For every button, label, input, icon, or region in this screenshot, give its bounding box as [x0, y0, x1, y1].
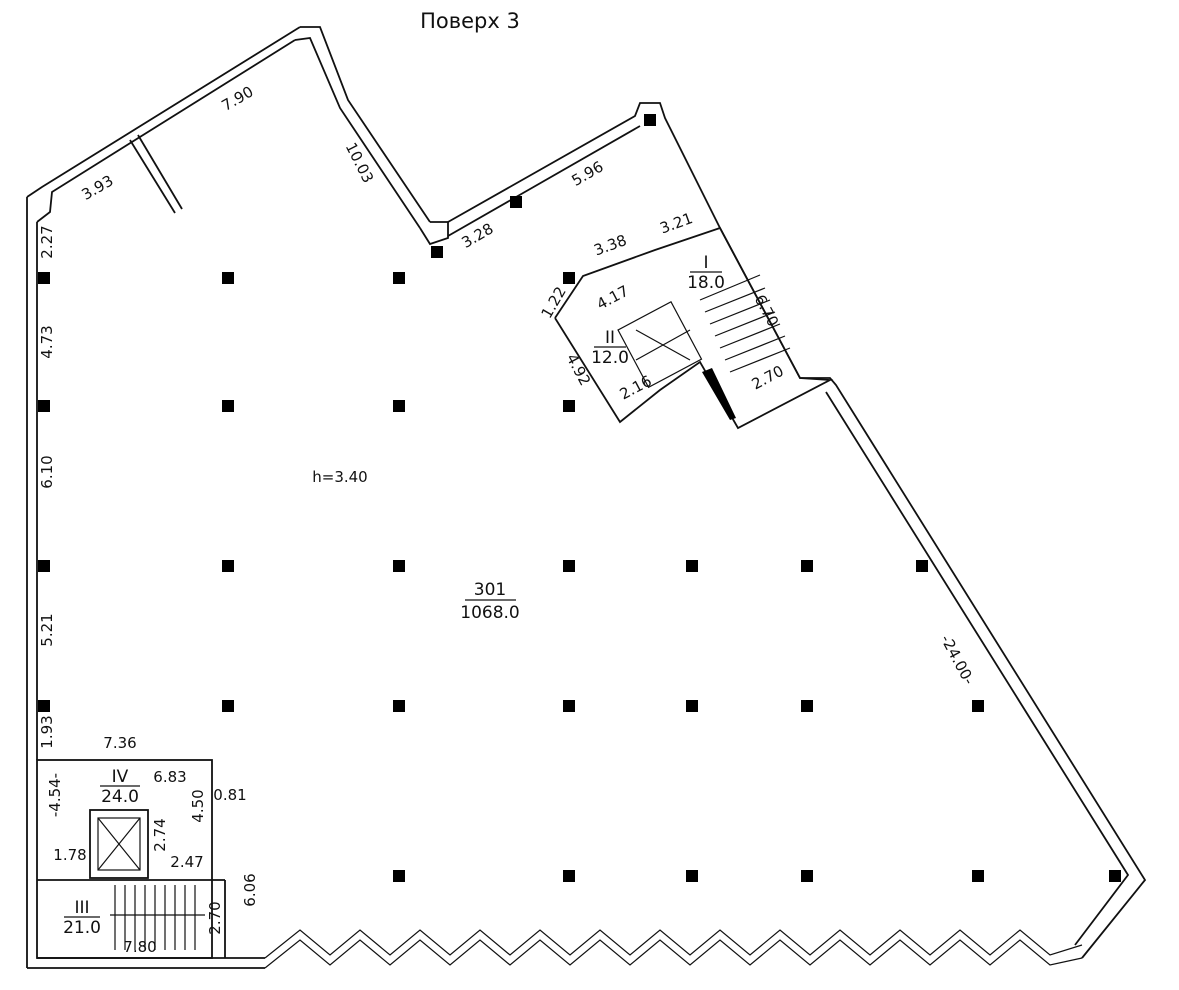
- dim-label: 4.92: [563, 351, 595, 389]
- floor-title: Поверх 3: [420, 9, 520, 33]
- column-pillar: [38, 700, 50, 712]
- column-pillar: [393, 560, 405, 572]
- dim-label: 7.90: [219, 83, 257, 115]
- elevator-shaft-2: [89, 809, 149, 879]
- dim-label: 3.38: [592, 231, 630, 259]
- room-301-area: 1068.0: [460, 603, 519, 623]
- dim-label: 3.21: [658, 209, 696, 237]
- core-bottom: [36, 759, 226, 959]
- dim-label: 2.70: [206, 901, 224, 934]
- column-pillar: [644, 114, 656, 126]
- column-pillar: [972, 870, 984, 882]
- columns: [38, 114, 1121, 882]
- column-pillar: [222, 400, 234, 412]
- room-III-number: III: [74, 898, 89, 918]
- column-pillar: [222, 700, 234, 712]
- dim-label: 4.17: [594, 282, 632, 314]
- column-pillar: [801, 560, 813, 572]
- room-301-number: 301: [474, 580, 506, 600]
- dim-label: 7.80: [123, 938, 156, 956]
- column-pillar: [563, 700, 575, 712]
- stair-flight-top: [699, 274, 791, 373]
- dim-label: -24.00-: [937, 632, 978, 688]
- column-pillar: [686, 560, 698, 572]
- stair-flight-bottom: [110, 885, 205, 950]
- dim-label: 0.81: [213, 786, 246, 804]
- column-pillar: [1109, 870, 1121, 882]
- room-II-number: II: [605, 328, 615, 348]
- room-I-area: 18.0: [687, 273, 725, 293]
- dim-label: 5.96: [569, 158, 607, 190]
- dim-label: 1.93: [38, 715, 56, 748]
- column-pillar: [393, 272, 405, 284]
- room-II-area: 12.0: [591, 348, 629, 368]
- room-IV-area: 24.0: [101, 787, 139, 807]
- dim-label: 6.70: [751, 292, 783, 330]
- column-pillar: [222, 272, 234, 284]
- column-pillar: [801, 870, 813, 882]
- column-pillar: [510, 196, 522, 208]
- dim-label: 4.50: [189, 789, 207, 822]
- room-III-area: 21.0: [63, 918, 101, 938]
- room-IV-number: IV: [112, 767, 129, 787]
- dim-label: 10.03: [342, 140, 378, 186]
- column-pillar: [38, 400, 50, 412]
- core-top: [554, 226, 834, 430]
- dim-label: 3.93: [79, 172, 117, 204]
- dim-label: 2.27: [38, 225, 56, 258]
- column-pillar: [222, 560, 234, 572]
- ceiling-height: h=3.40: [312, 468, 367, 486]
- dim-label: 3.28: [459, 220, 497, 252]
- column-pillar: [563, 870, 575, 882]
- column-pillar: [431, 246, 443, 258]
- room-I-number: I: [703, 253, 708, 273]
- dim-label: 6.06: [241, 873, 259, 906]
- column-pillar: [801, 700, 813, 712]
- column-pillar: [916, 560, 928, 572]
- column-pillar: [393, 870, 405, 882]
- column-pillar: [972, 700, 984, 712]
- dim-label: -4.54-: [46, 773, 64, 817]
- dim-label: 6.83: [153, 768, 186, 786]
- dim-label: 4.73: [38, 325, 56, 358]
- dim-label: 2.70: [749, 362, 787, 394]
- column-pillar: [393, 700, 405, 712]
- dimension-labels: 3.93 7.90 10.03 5.96 3.28 3.38 3.21 1.22…: [38, 83, 978, 956]
- column-pillar: [563, 400, 575, 412]
- dim-label: 1.78: [53, 846, 86, 864]
- dim-label: 7.36: [103, 734, 136, 752]
- column-pillar: [563, 560, 575, 572]
- dim-label: 2.74: [151, 818, 169, 851]
- dim-label: 2.47: [170, 853, 203, 871]
- room-labels: 301 1068.0 h=3.40 I 18.0 II 12.0 III 21.…: [63, 253, 725, 938]
- column-pillar: [563, 272, 575, 284]
- column-pillar: [38, 272, 50, 284]
- dim-label: 6.10: [38, 455, 56, 488]
- column-pillar: [686, 870, 698, 882]
- column-pillar: [38, 560, 50, 572]
- column-pillar: [686, 700, 698, 712]
- column-pillar: [393, 400, 405, 412]
- elevator-shaft: [617, 300, 703, 389]
- dim-label: 5.21: [38, 613, 56, 646]
